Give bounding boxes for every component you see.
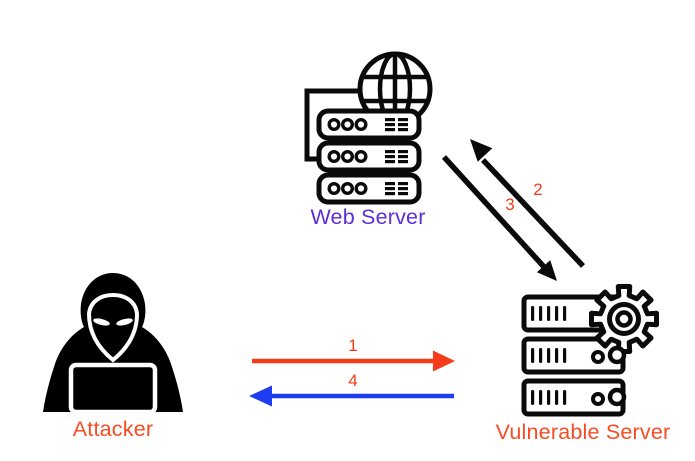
vulnerable-server-node [505, 282, 670, 422]
web-server-label: Web Server [310, 205, 426, 229]
web-server-node [303, 50, 451, 206]
server-stack [316, 108, 422, 205]
server-row [316, 108, 422, 141]
server-row [316, 140, 422, 173]
server-row [316, 172, 422, 205]
arrow-3-number: 3 [505, 195, 515, 214]
arrow-3-response-to-vulnserver [441, 155, 557, 281]
arrow-4-number: 4 [348, 371, 358, 390]
arrow-2-number: 2 [533, 180, 543, 199]
vulnerable-server-icon [521, 284, 659, 417]
laptop [68, 362, 158, 414]
gear-icon [589, 284, 659, 354]
arrow-1-number: 1 [348, 336, 358, 355]
bracket-line [304, 88, 360, 162]
port-lights [591, 345, 627, 407]
web-server-icon [304, 51, 433, 205]
right-eye [116, 318, 133, 326]
attacker-label: Attacker [72, 417, 154, 441]
attacker-icon [43, 273, 183, 414]
arrow-2-request-to-webserver [470, 139, 586, 268]
attacker-node [38, 271, 188, 414]
arrow-4-vulnserver-to-attacker [249, 385, 454, 407]
arrow-1-attacker-to-vulnserver [252, 350, 455, 372]
vulnerable-server-label: Vulnerable Server [495, 420, 671, 444]
left-eye [93, 318, 110, 326]
face-outline [86, 292, 140, 363]
